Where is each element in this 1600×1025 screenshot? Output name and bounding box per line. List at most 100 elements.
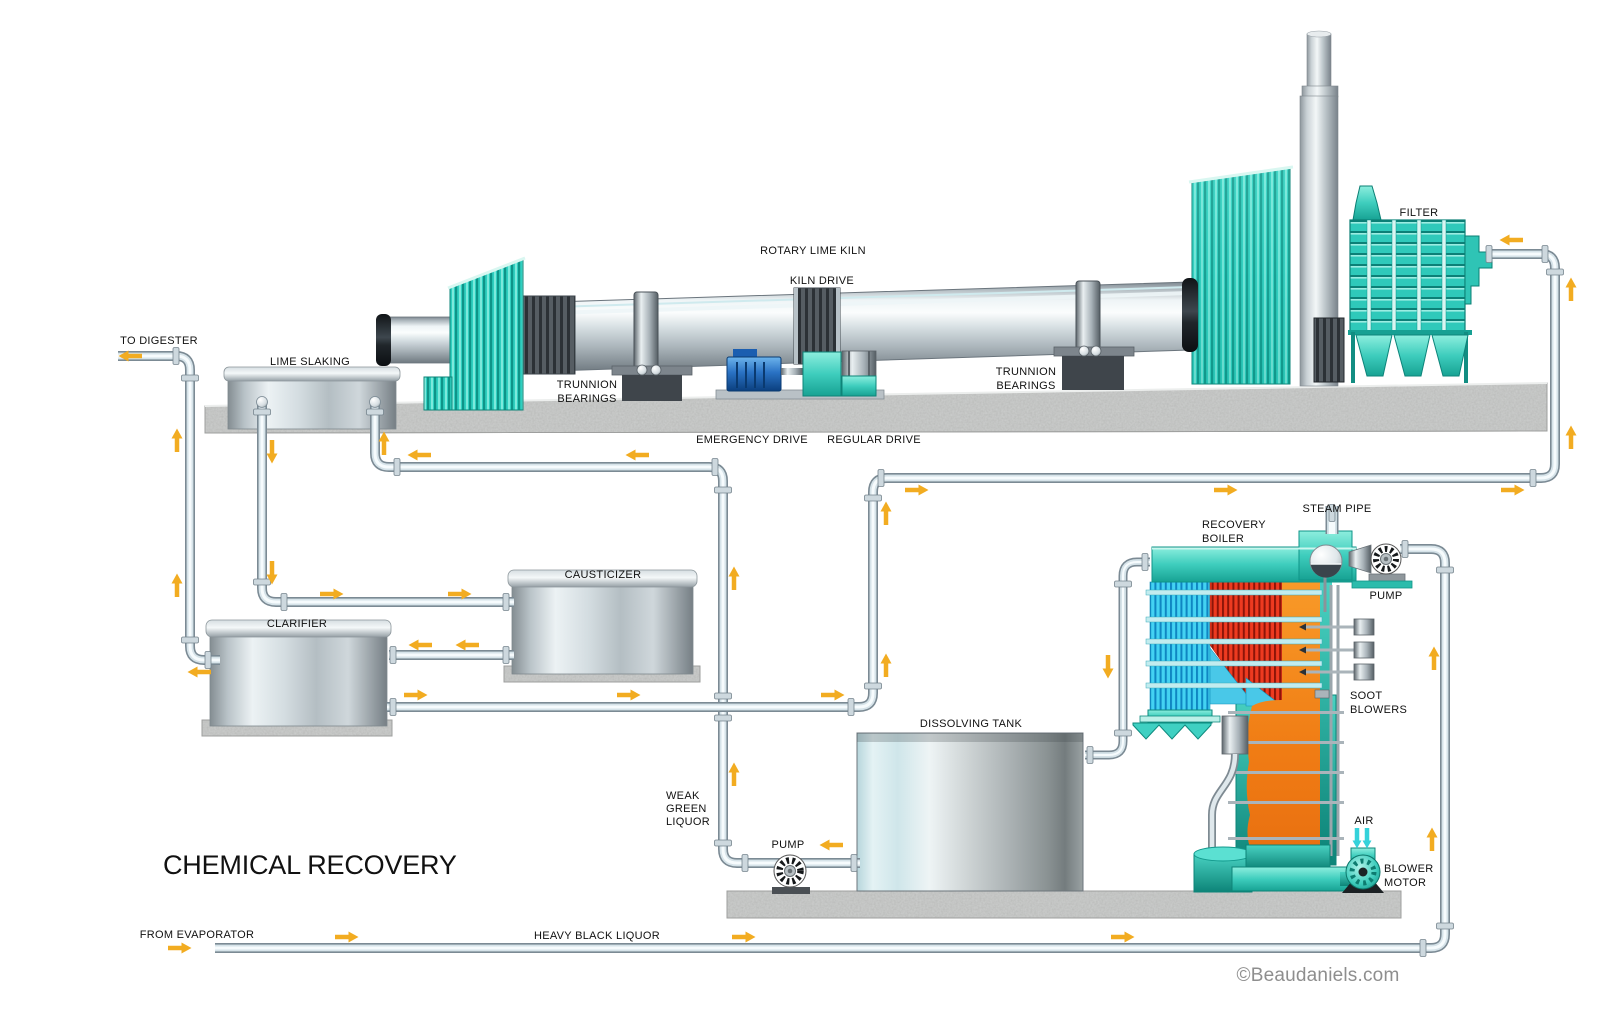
pump-upper-unit <box>1348 543 1413 589</box>
air-flow-arrows <box>1352 828 1372 849</box>
causticizer-tank <box>507 569 698 675</box>
kiln-feed-building <box>1188 165 1345 385</box>
ribbed-duct-box <box>1313 317 1345 383</box>
pipe-flange <box>714 839 732 847</box>
pipe-flange <box>877 469 885 487</box>
furnace-cross-rods <box>1228 711 1344 840</box>
girth-gear <box>793 287 841 365</box>
pipe-run <box>215 544 1450 953</box>
label-wgl-1: WEAK <box>666 790 700 802</box>
pipe-flange <box>502 593 510 611</box>
label-kiln-drive: KILN DRIVE <box>790 275 854 287</box>
pipe-flange <box>1086 746 1094 764</box>
label-to-digester: TO DIGESTER <box>120 335 198 347</box>
pipe-flanges <box>172 245 1564 957</box>
process-tanks <box>205 366 1084 892</box>
pipe-flange <box>253 408 271 416</box>
label-trunnion-right-1: TRUNNION <box>996 366 1056 378</box>
pipe-flange <box>1114 580 1132 588</box>
label-trunnion-left-1: TRUNNION <box>557 379 617 391</box>
label-steam-pipe: STEAM PIPE <box>1302 503 1371 515</box>
pipe-flange <box>850 854 858 872</box>
boiler-beams <box>1145 589 1323 689</box>
label-heavy-black-liquor: HEAVY BLACK LIQUOR <box>534 930 660 942</box>
emergency-drive-motor <box>726 349 803 392</box>
filter-hoppers <box>1355 334 1469 377</box>
pipe-flange <box>1485 245 1493 263</box>
pipe-flange <box>864 494 882 502</box>
pipe-flange <box>714 714 732 722</box>
label-filter: FILTER <box>1400 207 1439 219</box>
pipe-run <box>370 400 860 868</box>
diagram-labels: TO DIGESTER LIME SLAKING ROTARY LIME KIL… <box>120 207 1438 986</box>
pipe-flange <box>502 646 510 664</box>
pipe-flange <box>714 486 732 494</box>
flow-arrows <box>118 234 1577 954</box>
pipe-flange <box>1541 245 1549 263</box>
boiler-platform <box>726 890 1402 919</box>
label-pump-lower: PUMP <box>772 839 805 851</box>
trunnion-pedestal-right <box>1062 356 1124 390</box>
pipe-flange <box>181 374 199 382</box>
economizer-tube-bank <box>1149 581 1211 713</box>
label-lime-slaking: LIME SLAKING <box>270 356 350 368</box>
trunnion-pedestal-left <box>622 375 682 401</box>
lime-slaking-tank <box>223 366 401 430</box>
recovery-boiler <box>1132 530 1384 893</box>
pipe-flange <box>1529 469 1537 487</box>
watermark: ©Beaudaniels.com <box>1237 965 1400 986</box>
pipe-flange <box>389 698 397 716</box>
pipe-flange <box>393 458 401 476</box>
label-trunnion-right-2: BEARINGS <box>996 380 1055 392</box>
pipe-flange <box>1114 729 1132 737</box>
pipe-flange <box>1141 553 1149 571</box>
label-recovery-boiler-1: RECOVERY <box>1202 519 1266 531</box>
pipe-run <box>118 351 220 665</box>
pipe-flange <box>389 646 397 664</box>
label-wgl-3: LIQUOR <box>666 816 710 828</box>
soot-blower-lances <box>1299 618 1375 681</box>
rotary-lime-kiln <box>376 256 1198 411</box>
pipe-flange <box>741 854 749 872</box>
label-recovery-boiler-2: BOILER <box>1202 533 1244 545</box>
label-blower-motor-2: MOTOR <box>1384 877 1426 889</box>
pump-lower-unit <box>772 854 810 894</box>
label-soot-blowers-1: SOOT <box>1350 690 1382 702</box>
dissolving-tank <box>856 732 1084 892</box>
regular-drive-unit <box>802 350 877 397</box>
pipe-run <box>1085 557 1150 760</box>
kiln-end-cap-left <box>376 314 391 366</box>
label-rotary-lime-kiln: ROTARY LIME KILN <box>760 245 866 257</box>
pipe-flange <box>1419 939 1427 957</box>
label-blower-motor-1: BLOWER <box>1384 863 1433 875</box>
pipe-flange <box>172 347 180 365</box>
pipe-flange <box>847 698 855 716</box>
label-soot-blowers-2: BLOWERS <box>1350 704 1407 716</box>
label-from-evaporator: FROM EVAPORATOR <box>140 929 255 941</box>
label-regular-drive: REGULAR DRIVE <box>827 434 921 446</box>
pipe-flange <box>204 651 212 669</box>
pipe-run <box>257 400 514 607</box>
pumps <box>256 396 1413 894</box>
cooler-lower-panel <box>423 376 453 411</box>
kiln-end-cap-right <box>1182 278 1198 352</box>
filter-unit <box>1348 185 1493 383</box>
pipe-run <box>387 249 1560 712</box>
label-wgl-2: GREEN <box>666 803 707 815</box>
pipe-flange <box>253 578 271 586</box>
label-causticizer: CAUSTICIZER <box>565 569 642 581</box>
pipe-flange <box>280 593 288 611</box>
label-air: AIR <box>1354 815 1373 827</box>
clarifier-tank <box>205 619 392 727</box>
label-trunnion-left-2: BEARINGS <box>557 393 616 405</box>
label-clarifier: CLARIFIER <box>267 618 327 630</box>
pipe-flange <box>366 408 384 416</box>
filter-inlet-cone <box>1352 185 1382 221</box>
filter-outlet-steps <box>1464 235 1493 305</box>
pipe-flange <box>1436 566 1454 574</box>
furnace-interior <box>1246 582 1320 864</box>
label-emergency-drive: EMERGENCY DRIVE <box>696 434 808 446</box>
kiln-seal-collar <box>522 295 576 375</box>
